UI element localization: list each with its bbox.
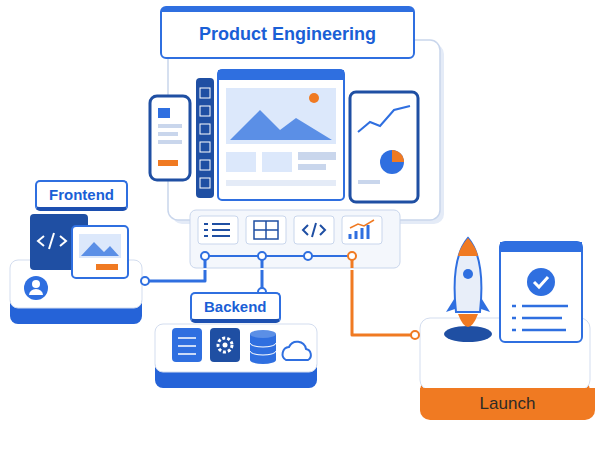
phone-device [150, 96, 190, 180]
pipeline-strip-part [258, 252, 266, 260]
launch-platform-part [458, 238, 478, 256]
backend-platform-part [283, 342, 311, 360]
main-panel-part [168, 40, 440, 220]
backend-platform-box: Backend [150, 292, 320, 392]
tablet-device-part [350, 92, 418, 202]
main-panel-part [196, 78, 214, 198]
frontend-platform-part [24, 276, 48, 300]
phone-device-part [150, 96, 190, 180]
phone-device-part [158, 140, 182, 144]
backend-platform [155, 324, 317, 388]
backend-platform-part [155, 324, 317, 372]
launch-platform-part [458, 314, 478, 327]
main-panel-part [226, 152, 256, 172]
tablet-device-part [392, 150, 404, 162]
label-tab: Backend [190, 292, 281, 323]
backend-platform-part [223, 343, 228, 348]
main-panel-part [298, 152, 336, 160]
phone-device-part [158, 108, 170, 118]
frontend-platform-box: Frontend [5, 178, 145, 330]
launch-platform-part [444, 326, 492, 342]
main-panel-part [218, 70, 344, 80]
frontend-platform-part [72, 226, 128, 278]
launch-platform-part [500, 242, 582, 342]
pipeline-strip-part [303, 223, 325, 237]
main-panel-part [230, 110, 332, 140]
main-panel-part [298, 164, 326, 170]
launch-platform-part [527, 268, 555, 296]
connector-line [352, 270, 415, 335]
main-panel-part [200, 88, 210, 98]
pipeline-strip-part [190, 210, 400, 268]
frontend-platform-part [29, 289, 43, 295]
pipeline-strip [190, 210, 400, 268]
backend-platform-part [250, 343, 276, 355]
phone-device-part [158, 132, 178, 136]
pipeline-strip-part [204, 224, 230, 236]
backend-platform-part [210, 328, 240, 362]
pipeline-strip-part [304, 252, 312, 260]
connector-dot [411, 331, 419, 339]
main-panel [168, 40, 444, 224]
frontend-platform [10, 214, 142, 324]
phone-device-part [158, 124, 182, 128]
platform-label: Launch [420, 388, 595, 420]
main-panel-part [200, 106, 210, 116]
frontend-platform-part [38, 233, 66, 249]
launch-platform-part [500, 242, 582, 252]
backend-platform-part [178, 338, 196, 354]
launch-platform-part [512, 306, 568, 330]
main-panel-part [218, 70, 344, 200]
main-panel-part [200, 124, 210, 134]
tablet-device-part [358, 180, 380, 184]
tablet-device [350, 92, 418, 202]
pipeline-strip-part [254, 221, 278, 239]
tablet-device-part [358, 106, 410, 132]
launch-platform-box: Launch [415, 225, 595, 420]
pipeline-strip-part [294, 216, 334, 244]
backend-platform-part [250, 356, 276, 364]
main-panel-part [200, 142, 210, 152]
launch-platform-part [455, 238, 482, 312]
launch-platform-part [534, 277, 548, 287]
pipeline-strip-part [348, 252, 356, 260]
frontend-platform-part [32, 280, 40, 288]
frontend-platform-part [96, 264, 118, 270]
pipeline-strip-part [342, 216, 382, 244]
label-tab: Frontend [35, 180, 128, 211]
title-panel: Product Engineering [160, 6, 445, 270]
main-panel-part [226, 180, 336, 186]
frontend-platform-part [79, 234, 121, 258]
main-panel-part [262, 152, 292, 172]
pipeline-strip-part [350, 220, 374, 228]
tablet-device-part [380, 150, 404, 174]
pipeline-strip-part [198, 216, 238, 244]
main-panel-part [226, 88, 336, 144]
frontend-platform-part [81, 242, 119, 256]
phone-device-part [158, 160, 178, 166]
title-banner: Product Engineering [160, 6, 415, 59]
main-panel-part [200, 178, 210, 188]
backend-platform-part [172, 328, 202, 362]
connector-line [145, 270, 205, 281]
pipeline-strip-part [254, 221, 278, 239]
pipeline-strip-part [201, 252, 209, 260]
launch-platform-part [463, 269, 473, 279]
connector-dot [141, 277, 149, 285]
backend-platform-part [250, 330, 276, 338]
main-panel-part [309, 93, 319, 103]
backend-platform-part [218, 338, 232, 352]
pipeline-strip-part [205, 255, 352, 257]
pipeline-strip-part [246, 216, 286, 244]
main-panel-part [200, 160, 210, 170]
